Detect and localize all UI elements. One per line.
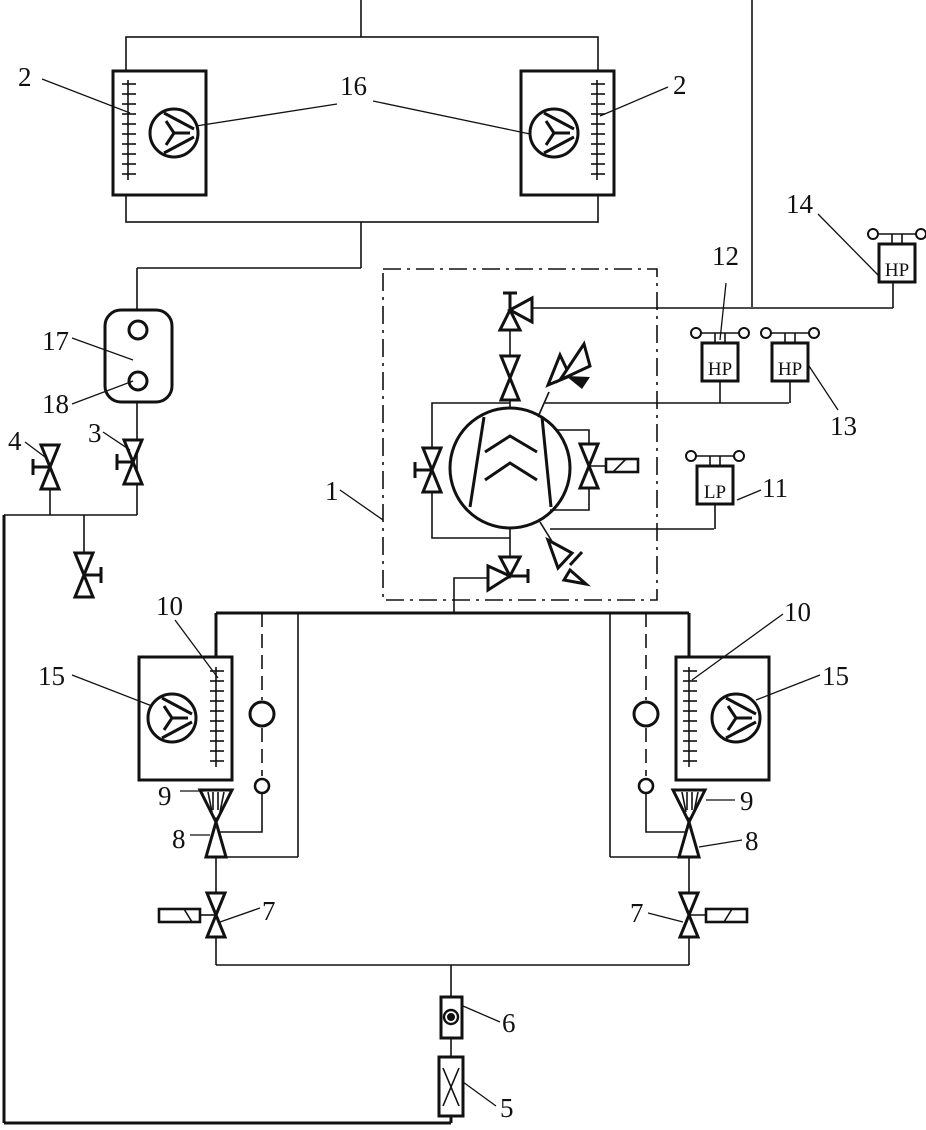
low-pressure-switch-11: LP	[684, 449, 746, 529]
lp-text-11: LP	[704, 482, 726, 503]
filter-drier	[437, 1055, 465, 1118]
label-lp-switch-11: 11	[762, 473, 788, 503]
label-receiver: 17	[42, 326, 69, 356]
label-evaporator-fan-left: 15	[38, 661, 65, 691]
label-expansion-valve-right: 8	[745, 826, 759, 856]
label-receiver-sight-glass: 18	[42, 389, 69, 419]
label-distributor-left: 9	[158, 781, 172, 811]
label-valve-4: 4	[8, 426, 22, 456]
label-hp-switch-12: 12	[712, 241, 739, 271]
compressor-unit	[382, 268, 893, 613]
condenser-piping	[125, 0, 753, 310]
sensing-bulb-right-icon	[632, 700, 660, 728]
receiver-sight-glass-icon	[127, 370, 149, 392]
condenser-left	[111, 69, 208, 197]
label-solenoid-valve-right: 7	[630, 898, 644, 928]
hp-text-14: HP	[885, 260, 909, 281]
sight-glass	[439, 995, 464, 1040]
label-compressor-unit: 1	[325, 476, 339, 506]
label-evaporator-coil-left: 10	[156, 591, 183, 621]
label-condenser-fans: 16	[340, 71, 367, 101]
sensing-bulb-left-icon	[248, 700, 276, 728]
high-pressure-switch-13: HP	[759, 326, 821, 403]
receiver	[103, 308, 174, 404]
high-pressure-switch-12: HP	[689, 326, 751, 403]
discharge-valve-icon	[499, 354, 521, 402]
hp-text-12: HP	[708, 359, 732, 380]
label-evaporator-coil-right: 10	[784, 597, 811, 627]
label-filter-drier: 5	[500, 1093, 514, 1123]
label-condenser-left: 2	[18, 62, 32, 92]
label-distributor-right: 9	[740, 786, 754, 816]
leader-lines	[24, 78, 879, 1107]
hp-text-13: HP	[778, 359, 802, 380]
label-expansion-valve-left: 8	[172, 824, 186, 854]
label-condenser-right: 2	[673, 70, 687, 100]
high-pressure-switch-14: HP	[866, 227, 926, 308]
evaporator-left	[137, 613, 299, 965]
label-evaporator-fan-right: 15	[822, 661, 849, 691]
condenser-right	[519, 69, 616, 197]
label-hp-switch-13: 13	[830, 411, 857, 441]
label-solenoid-valve-left: 7	[262, 896, 276, 926]
label-hp-switch-14: 14	[786, 189, 814, 219]
evaporator-right	[609, 613, 771, 965]
label-valve-3: 3	[88, 418, 102, 448]
label-sight-glass: 6	[502, 1008, 516, 1038]
